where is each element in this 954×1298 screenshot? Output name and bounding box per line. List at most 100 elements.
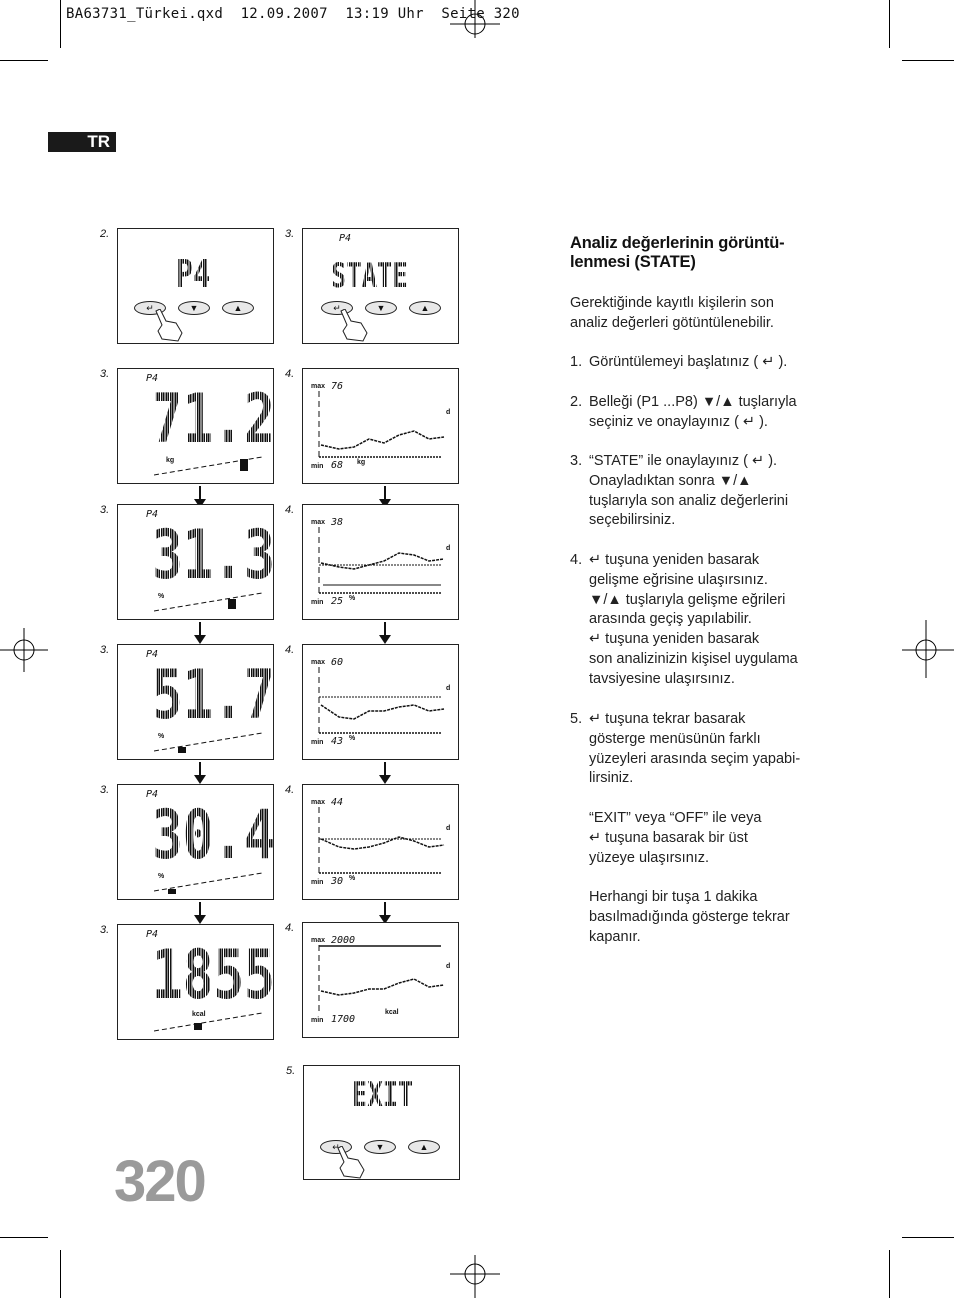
step-number: 3. bbox=[100, 784, 110, 796]
lcd-text: P4 bbox=[176, 252, 211, 296]
unit-label: kcal bbox=[192, 1011, 206, 1018]
trend-chart bbox=[318, 527, 445, 595]
trend-chart bbox=[318, 391, 445, 459]
intro-paragraph: Gerektiğinde kayıtlı kişilerin son anali… bbox=[570, 294, 774, 334]
unit-label: % bbox=[349, 595, 356, 602]
text-line: gösterge menüsünün farklı bbox=[589, 730, 761, 747]
min-label: min bbox=[311, 599, 324, 606]
min-value: 43 bbox=[331, 736, 344, 747]
step-text: ↵ tuşuna tekrar basarak gösterge menüsünü… bbox=[589, 710, 814, 948]
text-line: Gerektiğinde kayıtlı kişilerin son bbox=[570, 295, 774, 311]
file-header: BA63731_Türkei.qxd 12.09.2007 13:19 Uhr … bbox=[66, 6, 520, 22]
display-panel-p4: P4 ↵ ▼ ▲ bbox=[117, 228, 274, 344]
text-line: Onayladıktan sonra ▼/▲ bbox=[589, 472, 752, 489]
step-number: 4. bbox=[285, 784, 295, 796]
max-value: 76 bbox=[331, 381, 344, 392]
scale-indicator bbox=[154, 592, 263, 612]
step-number: 3. bbox=[285, 228, 295, 240]
max-value: 44 bbox=[331, 797, 344, 808]
min-label: min bbox=[311, 739, 324, 746]
step-number: 5. bbox=[570, 711, 583, 727]
text-line: tuşlarıyla son analiz değerlerini bbox=[589, 492, 789, 509]
days-label: d bbox=[446, 963, 451, 970]
lcd-value: 71.2 bbox=[152, 380, 275, 459]
text-line: tavsiyesine ulaşırsınız. bbox=[589, 670, 735, 687]
registration-mark bbox=[450, 0, 500, 38]
text-line: Görüntülemeyi başlatınız ( ↵ ). bbox=[589, 354, 788, 370]
min-value: 25 bbox=[331, 596, 344, 607]
hand-pointer-icon bbox=[337, 1146, 365, 1179]
text-line: son analizinizin kişisel uygulama bbox=[589, 650, 798, 667]
text-line: kapanır. bbox=[589, 928, 641, 945]
hand-pointer-icon bbox=[155, 309, 183, 342]
step-number: 2. bbox=[570, 394, 583, 410]
scale-indicator bbox=[154, 732, 263, 753]
text-line: seçebilirsiniz. bbox=[589, 512, 676, 529]
up-button[interactable]: ▲ bbox=[222, 301, 254, 315]
days-label: d bbox=[446, 685, 451, 692]
crop-mark bbox=[889, 0, 890, 48]
memory-label: P4 bbox=[339, 233, 352, 244]
text-line: basılmadığında gösterge tekrar bbox=[589, 908, 790, 925]
down-button[interactable]: ▼ bbox=[364, 1140, 396, 1154]
flow-arrow bbox=[194, 486, 206, 508]
step-text: “STATE” ile onaylayınız ( ↵ ). Onayladıkt… bbox=[589, 452, 814, 531]
max-value: 38 bbox=[331, 517, 344, 528]
flow-arrow bbox=[379, 902, 391, 924]
scale-indicator bbox=[154, 456, 263, 476]
step-number: 1. bbox=[570, 354, 583, 370]
text-line: Belleği (P1 ...P8) ▼/▲ tuşlarıyla bbox=[589, 394, 797, 410]
min-label: min bbox=[311, 463, 324, 470]
language-tab: TR bbox=[48, 132, 116, 152]
step-number: 3. bbox=[570, 453, 583, 469]
unit-label: % bbox=[158, 733, 165, 740]
text-line: “STATE” ile onaylayınız ( ↵ ). bbox=[589, 453, 778, 469]
registration-mark bbox=[0, 628, 48, 672]
up-button[interactable]: ▲ bbox=[408, 1140, 440, 1154]
step-number: 4. bbox=[285, 644, 295, 656]
crop-mark bbox=[889, 1250, 890, 1298]
step-number: 4. bbox=[285, 504, 295, 516]
text-line: ↵ tuşuna tekrar basarak bbox=[589, 711, 746, 727]
down-icon: ▼ bbox=[375, 1142, 385, 1152]
crop-mark bbox=[0, 1237, 48, 1238]
unit-label: kg bbox=[357, 459, 366, 466]
memory-label: P4 bbox=[146, 509, 159, 520]
max-value: 2000 bbox=[331, 935, 356, 946]
days-label: d bbox=[446, 409, 451, 416]
display-panel-exit: EXIT ↵ ▼ ▲ bbox=[303, 1065, 460, 1180]
text-line bbox=[589, 789, 814, 809]
unit-label: % bbox=[349, 875, 356, 882]
text-line: yüzeyleri arasında seçim yapabi- bbox=[589, 750, 801, 767]
max-label: max bbox=[311, 799, 326, 806]
flow-arrow bbox=[194, 622, 206, 644]
flow-arrow bbox=[194, 902, 206, 924]
text-line: analiz değerleri götüntülenebilir. bbox=[570, 314, 774, 331]
text-line: ↵ tuşuna yeniden basarak bbox=[589, 552, 760, 568]
trend-chart bbox=[318, 807, 445, 875]
flow-arrow bbox=[379, 486, 391, 508]
crop-mark bbox=[902, 1237, 954, 1238]
text-line: ↵ tuşuna basarak bir üst bbox=[589, 829, 748, 846]
days-label: d bbox=[446, 545, 451, 552]
down-button[interactable]: ▼ bbox=[178, 301, 210, 315]
memory-label: P4 bbox=[146, 789, 159, 800]
enter-icon: ↵ bbox=[146, 303, 154, 313]
enter-icon: ↵ bbox=[332, 1142, 340, 1152]
text-line: lirsiniz. bbox=[589, 770, 634, 787]
step-number: 4. bbox=[570, 552, 583, 568]
down-icon: ▼ bbox=[376, 303, 386, 313]
crop-mark bbox=[902, 60, 954, 61]
trend-chart bbox=[318, 667, 445, 735]
lcd-value: 51.7 bbox=[152, 656, 275, 735]
min-value: 1700 bbox=[331, 1014, 356, 1025]
up-button[interactable]: ▲ bbox=[409, 301, 441, 315]
down-button[interactable]: ▼ bbox=[365, 301, 397, 315]
trend-chart bbox=[318, 945, 445, 1013]
